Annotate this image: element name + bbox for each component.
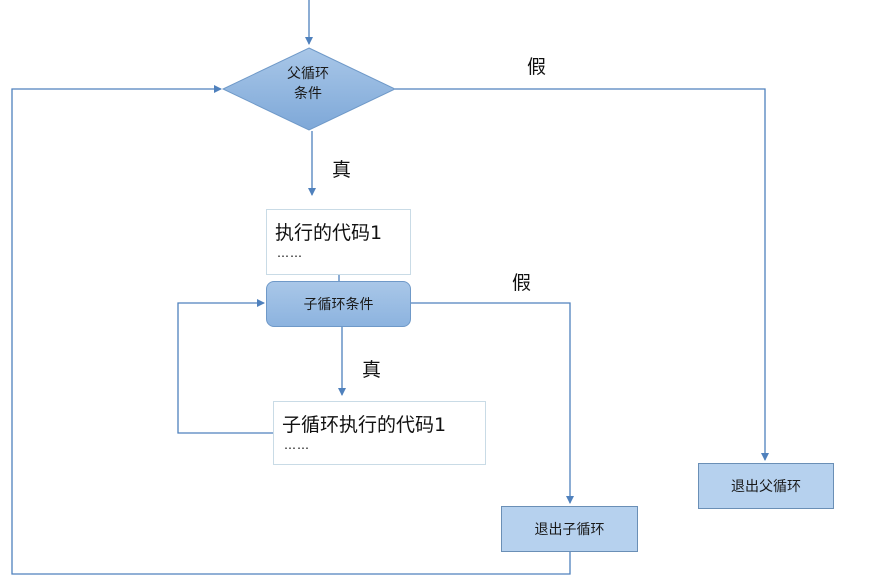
exit-parent-loop-box: 退出父循环 [698, 463, 834, 509]
child-code-block-ellipsis: …… [284, 438, 310, 452]
code-block-1: 执行的代码1 …… [266, 209, 411, 275]
exit-child-loop-box: 退出子循环 [501, 506, 638, 552]
parent-true-label: 真 [332, 159, 352, 181]
parent-condition-diamond [221, 47, 397, 131]
child-condition-box: 子循环条件 [266, 281, 411, 327]
child-false-label: 假 [512, 272, 532, 294]
child-false-path [410, 302, 574, 504]
parent-condition-line2: 条件 [294, 86, 322, 102]
child-code-block: 子循环执行的代码1 …… [273, 401, 486, 465]
parent-loop-back-path [11, 85, 571, 575]
parent-false-label: 假 [527, 56, 547, 78]
child-loop-back-path [177, 299, 273, 434]
code-block-1-ellipsis: …… [277, 246, 303, 260]
child-true-label: 真 [362, 359, 382, 381]
parent-condition-label: 父循环 条件 [263, 64, 353, 104]
code-block-1-text: 执行的代码1 [275, 222, 383, 244]
child-condition-label: 子循环条件 [303, 297, 374, 313]
exit-child-loop-label: 退出子循环 [534, 522, 605, 538]
parent-condition-line1: 父循环 [287, 66, 329, 82]
parent-false-path [395, 88, 769, 461]
exit-parent-loop-label: 退出父循环 [731, 479, 801, 495]
child-code-block-text: 子循环执行的代码1 [282, 414, 447, 436]
